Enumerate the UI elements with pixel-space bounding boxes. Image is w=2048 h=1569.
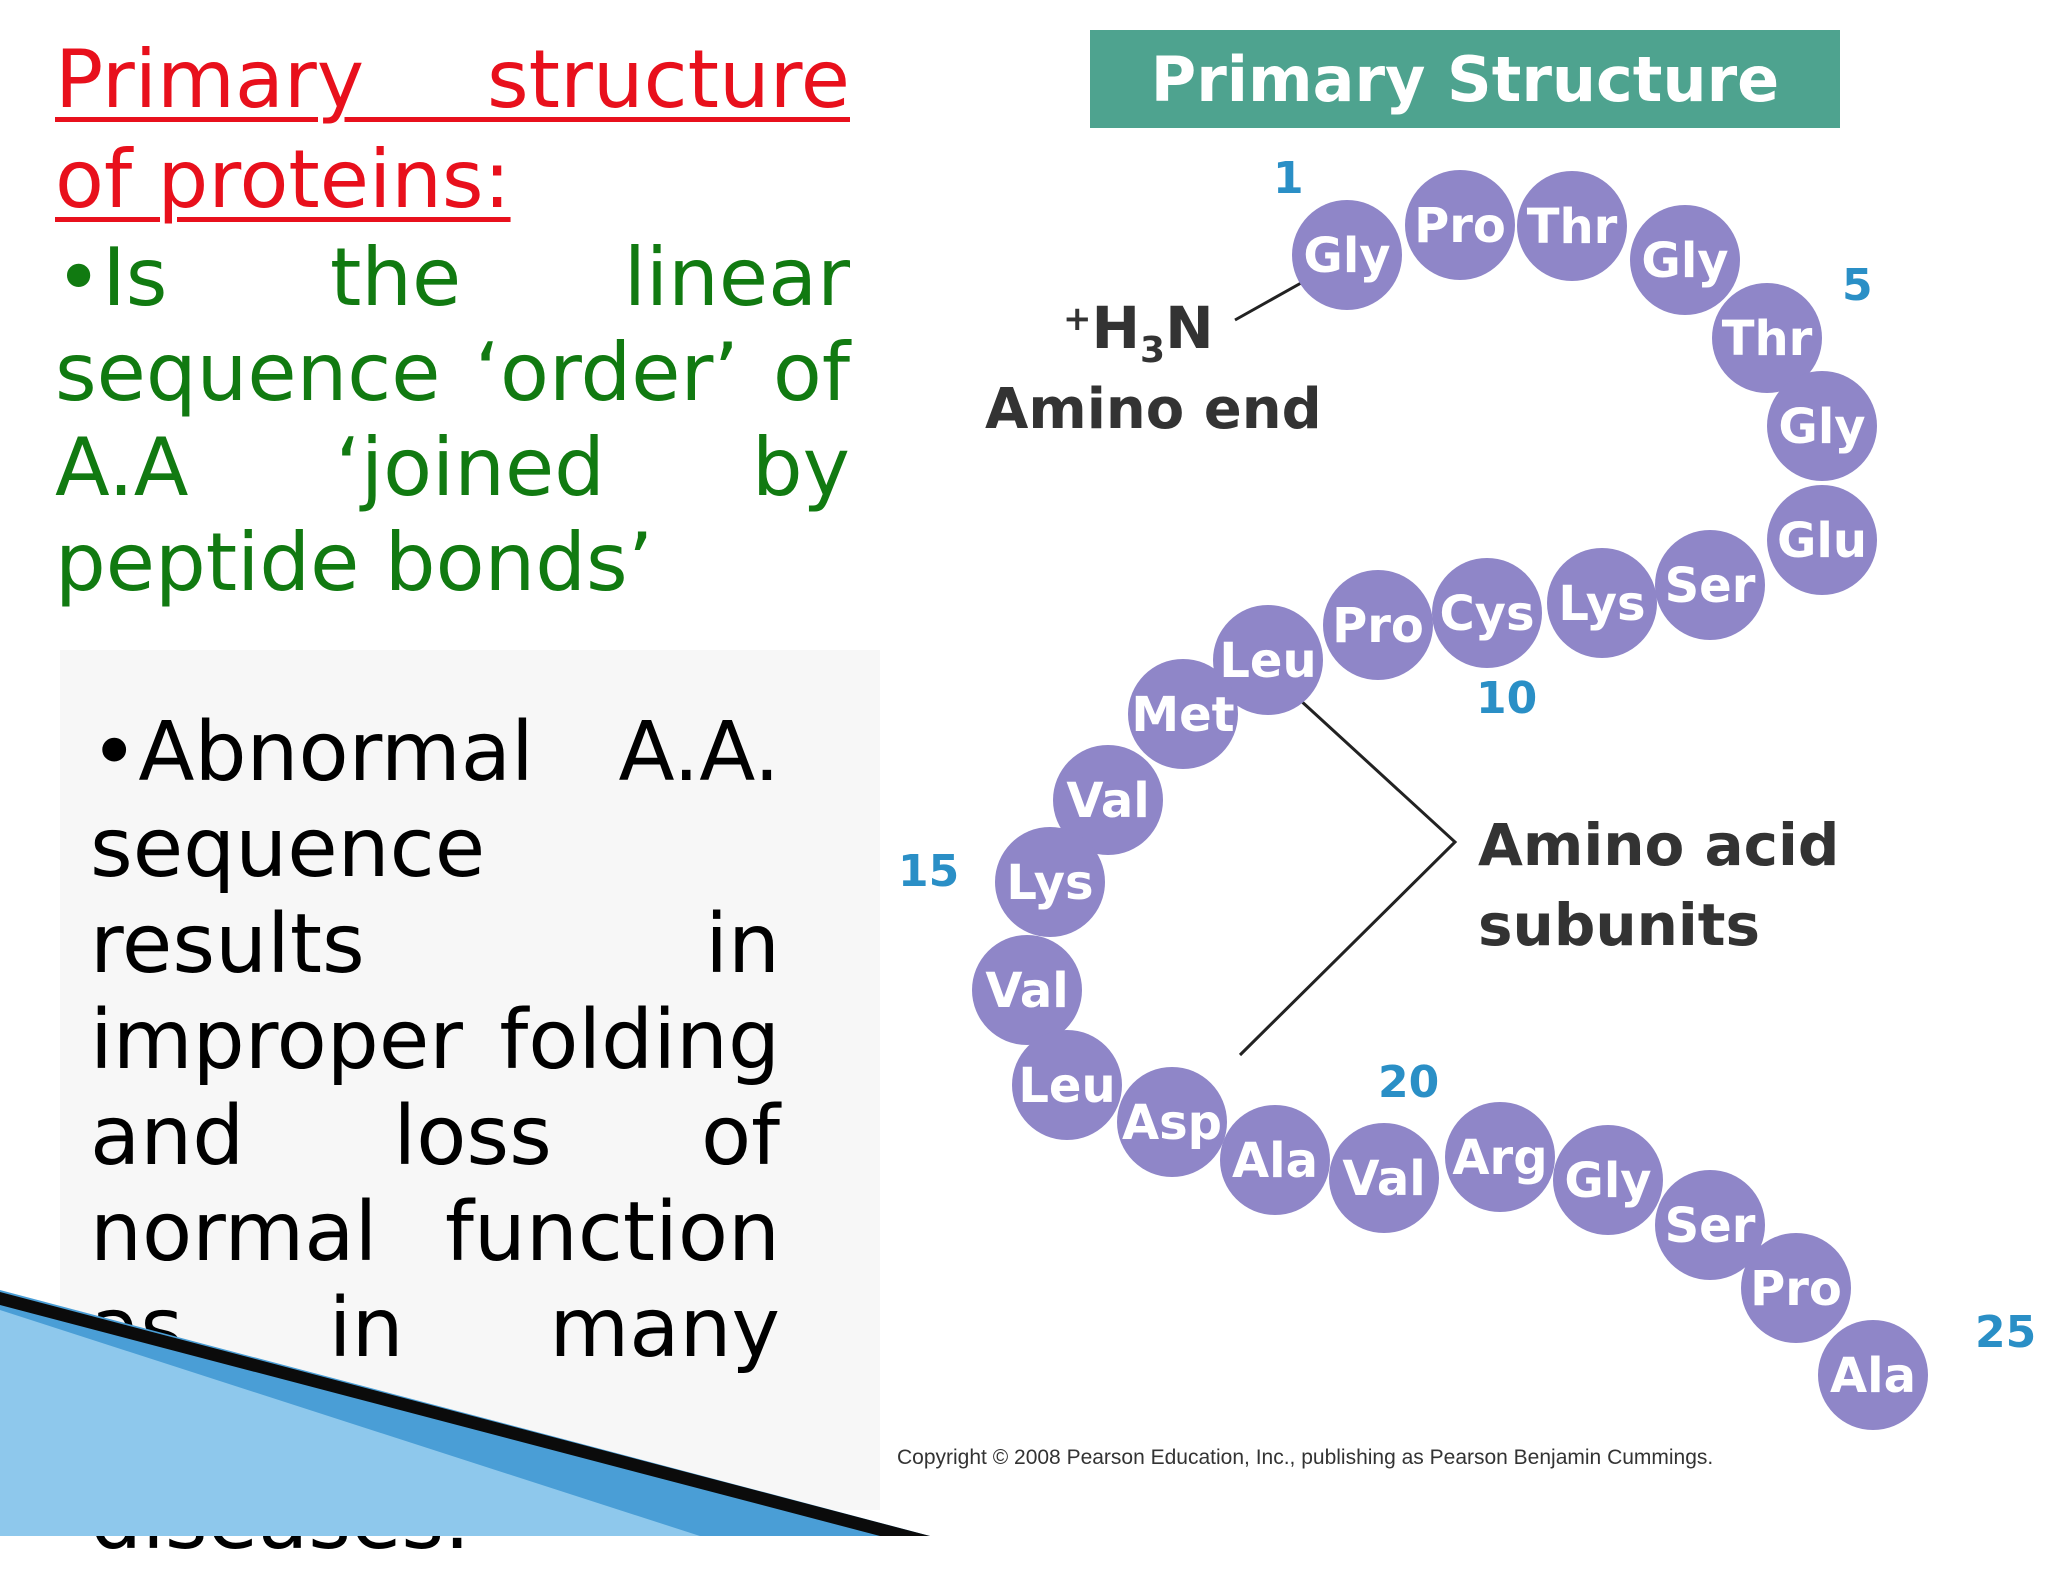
residue-label: Pro [1414,198,1506,254]
residue-circle [1517,171,1627,281]
residue-circle [1405,170,1515,280]
residue-circle [1741,1233,1851,1343]
residue-7: Glu [1767,485,1877,595]
residue-circle [1547,548,1657,658]
residue-8: Ser [1655,530,1765,640]
amino-end-label: Amino end [985,377,1322,442]
residue-label: Ser [1665,558,1756,614]
residue-circle [1053,745,1163,855]
residue-circle [1655,530,1765,640]
position-number-10: 10 [1476,673,1537,724]
diagram-title: Primary Structure [1090,30,1840,128]
residue-circle [1553,1125,1663,1235]
amino-acid-label: Amino acid [1478,811,1839,879]
residue-12: Leu [1213,605,1323,715]
residue-label: Lys [1558,576,1645,632]
amino-end-connector [1234,276,1311,322]
residue-circle [1323,570,1433,680]
residue-label: Asp [1122,1095,1222,1151]
left-text-column: Primary structure of proteins: •Is the l… [55,30,850,610]
amino-end-group: +H3N [1063,294,1214,371]
residue-label: Ala [1232,1133,1318,1189]
residue-label: Arg [1452,1130,1547,1186]
residue-circle [972,935,1082,1045]
residue-17: Leu [1012,1030,1122,1140]
residue-label: Gly [1778,399,1865,455]
position-number-25: 25 [1975,1307,2036,1358]
residue-circle [1445,1102,1555,1212]
residue-22: Gly [1553,1125,1663,1235]
residue-23: Ser [1655,1170,1765,1280]
residue-label: Gly [1564,1153,1651,1209]
residue-25: Ala [1818,1320,1928,1430]
residue-19: Ala [1220,1105,1330,1215]
position-number-20: 20 [1378,1057,1439,1108]
residue-label: Lys [1006,855,1093,911]
residue-15: Lys [995,827,1105,937]
slide-heading: Primary structure of proteins: [55,33,850,226]
residue-20: Val [1329,1123,1439,1233]
residue-11: Pro [1323,570,1433,680]
residue-6: Gly [1767,371,1877,481]
residue-circle [1432,558,1542,668]
residue-circle [1128,659,1238,769]
residue-label: Val [1342,1151,1425,1207]
residue-21: Arg [1445,1102,1555,1212]
residue-circle [1292,200,1402,310]
residue-5: Thr [1712,283,1822,393]
residue-circle [1818,1320,1928,1430]
residue-circle [1329,1123,1439,1233]
residue-label: Val [985,963,1068,1019]
position-number-15: 15 [898,846,959,897]
residue-label: Ser [1665,1198,1756,1254]
subunits-label: subunits [1478,891,1760,959]
residue-label: Gly [1641,233,1728,289]
residue-label: Gly [1303,228,1390,284]
residue-circle [1655,1170,1765,1280]
residue-24: Pro [1741,1233,1851,1343]
residue-3: Thr [1517,171,1627,281]
residue-circle [1712,283,1822,393]
residue-label: Pro [1750,1261,1842,1317]
residue-label: Leu [1018,1058,1115,1114]
residue-10: Cys [1432,558,1542,668]
slide: Primary structure of proteins: •Is the l… [0,30,2037,1568]
position-number-1: 1 [1273,153,1304,204]
decorative-corner-wedge [0,1290,930,1536]
residue-circle [1630,205,1740,315]
residue-18: Asp [1117,1067,1227,1177]
copyright-notice: Copyright © 2008 Pearson Education, Inc.… [897,1446,1714,1469]
residue-label: Pro [1332,598,1424,654]
residue-circle [1767,485,1877,595]
subunit-bracket [1238,698,1458,1057]
residue-4: Gly [1630,205,1740,315]
residue-circle [1117,1067,1227,1177]
residue-2: Pro [1405,170,1515,280]
residue-label: Thr [1527,199,1618,255]
definition-bullet: •Is the linear sequence ‘order’ of A.A ‘… [55,231,850,609]
residue-label: Thr [1722,311,1813,367]
residue-circle [1012,1030,1122,1140]
residue-1: Gly [1292,200,1402,310]
residue-circle [995,827,1105,937]
residue-14: Val [1053,745,1163,855]
residue-label: Leu [1219,633,1316,689]
residue-label: Met [1131,687,1234,743]
position-number-5: 5 [1842,260,1873,311]
residue-label: Cys [1439,586,1534,642]
residue-circle [1767,371,1877,481]
residue-label: Glu [1777,513,1867,569]
residue-circle [1220,1105,1330,1215]
residue-13: Met [1128,659,1238,769]
residue-9: Lys [1547,548,1657,658]
residue-circle [1213,605,1323,715]
residue-label: Val [1066,773,1149,829]
residue-label: Ala [1830,1348,1916,1404]
residue-16: Val [972,935,1082,1045]
